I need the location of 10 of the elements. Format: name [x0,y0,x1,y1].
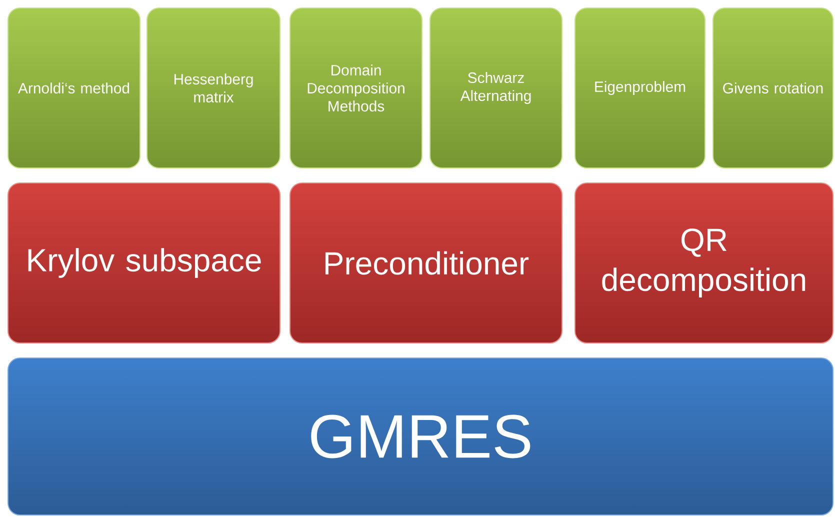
topic-box: Arnoldi‘s method [7,7,141,169]
topic-box: Schwarz Alternating [429,7,563,169]
topic-box: Givens rotation [712,7,834,169]
topic-box: Krylov subspace [7,182,281,344]
topic-box: QR decomposition [574,182,834,344]
topic-box: Domain Decomposition Methods [289,7,423,169]
topic-box: Hessenberg matrix [146,7,281,169]
title-box: GMRES [7,357,834,516]
topic-box: Eigenproblem [574,7,706,169]
topic-box: Preconditioner [289,182,563,344]
